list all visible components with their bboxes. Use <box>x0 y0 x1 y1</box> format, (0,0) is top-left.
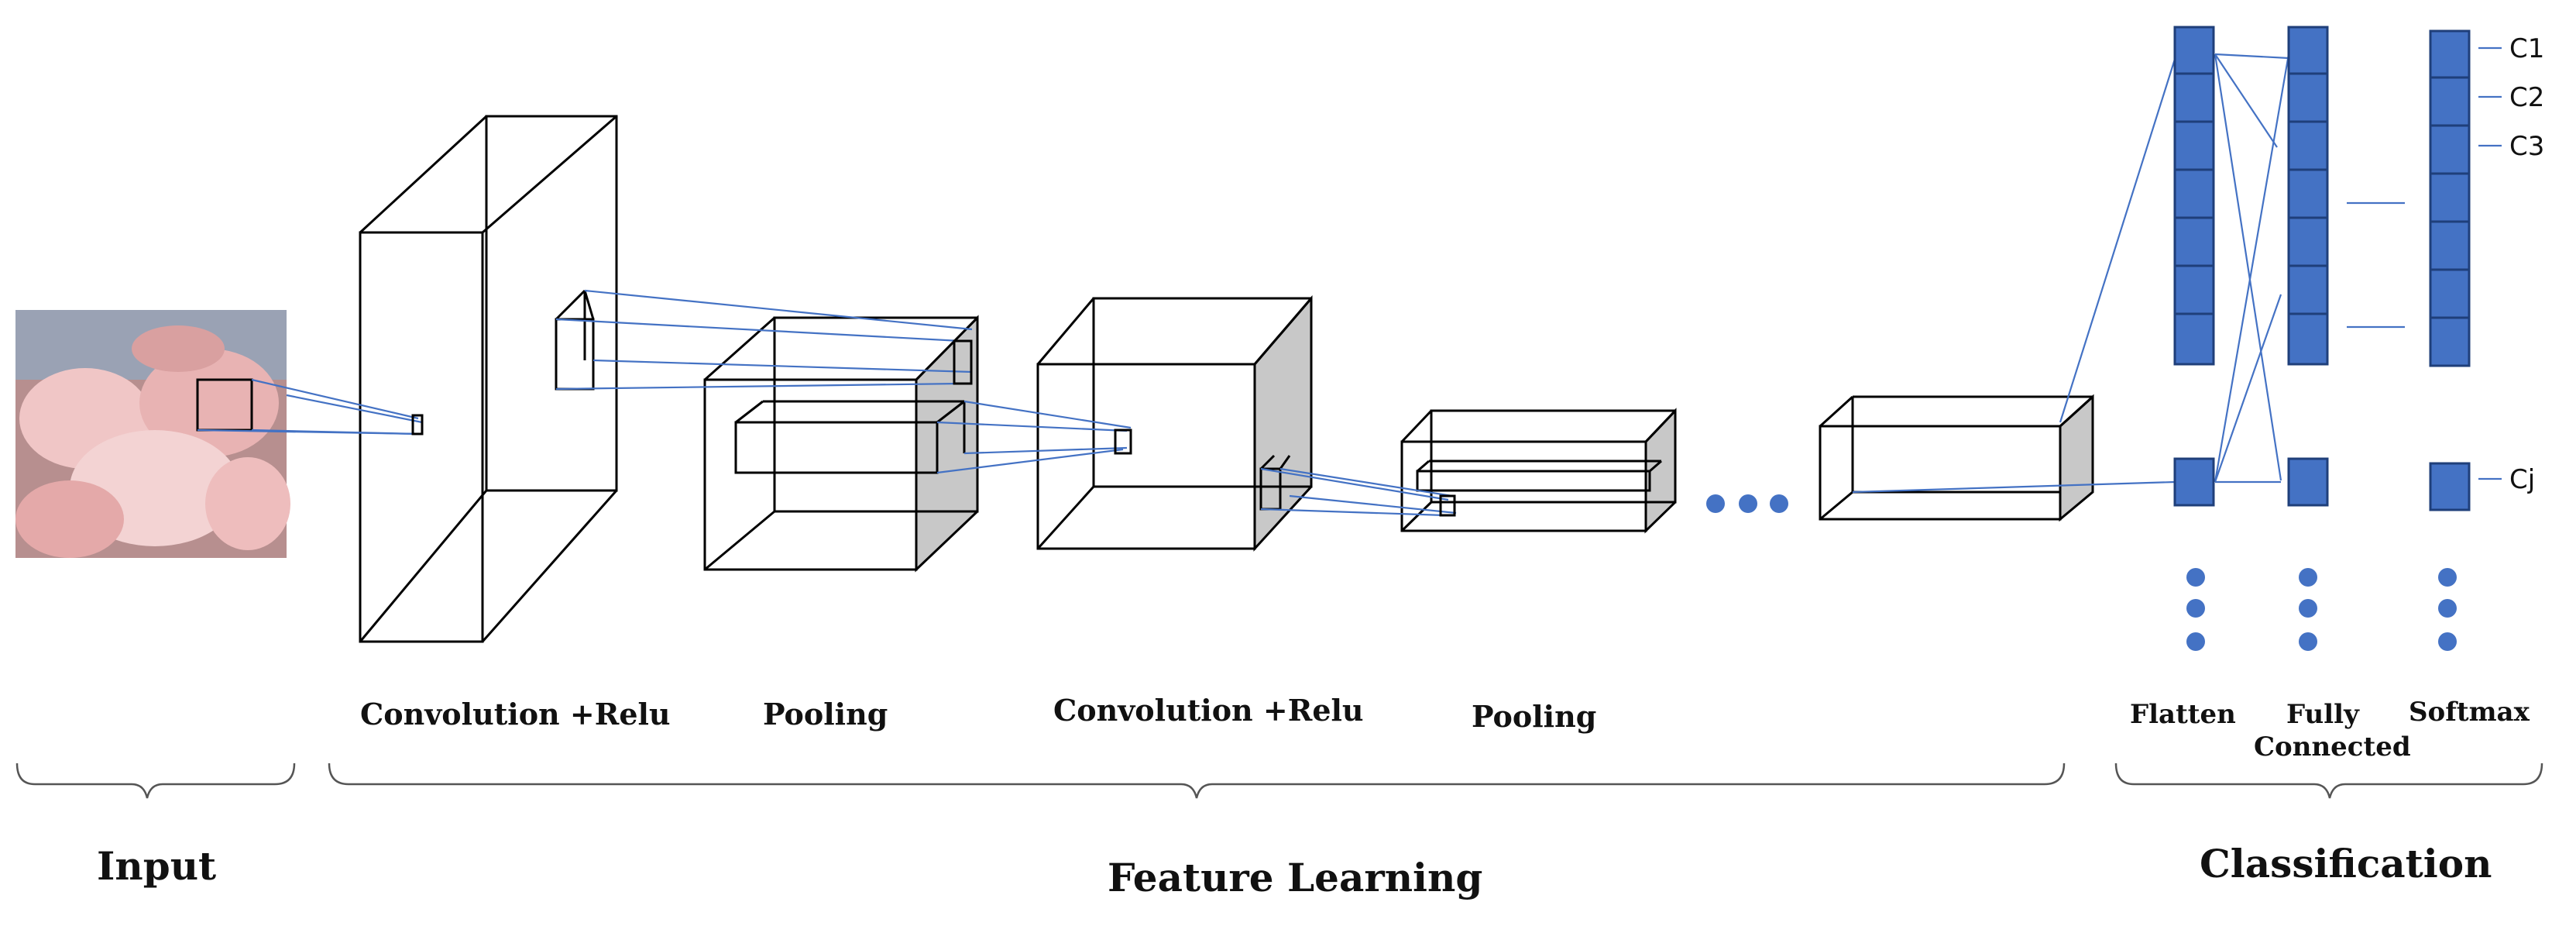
pig-photo-icon <box>15 310 290 558</box>
fully-connected-label-line1: Fully <box>2286 699 2360 730</box>
pool2-kernel-box <box>1416 460 1662 492</box>
conv1-volume <box>359 115 618 643</box>
input-brace <box>15 762 296 799</box>
softmax-label: Softmax <box>2409 697 2530 728</box>
class-label-cj: Cj <box>2509 464 2535 495</box>
layer-labels: Convolution +Relu Pooling Convolution +R… <box>360 693 2530 762</box>
feature-learning-section-label: Feature Learning <box>1108 855 1482 900</box>
pool1-kernel-box <box>734 400 966 474</box>
final-feature-volume <box>1819 394 2094 522</box>
classification-connections <box>1852 53 2405 494</box>
conv2-volume <box>1036 294 1313 552</box>
feature-learning-brace <box>328 762 2066 799</box>
fully-connected-label-line2: Connected <box>2254 732 2411 762</box>
classification-brace <box>2114 762 2543 799</box>
flatten-label: Flatten <box>2130 699 2236 730</box>
section-braces <box>15 762 2543 799</box>
pool1-volume <box>703 315 979 573</box>
input-section-label: Input <box>97 843 216 889</box>
classification-section-label: Classification <box>2200 841 2492 886</box>
conv2-label: Convolution +Relu <box>1053 693 1364 728</box>
class-labels: C1 C2 C3 Cj <box>2478 33 2544 495</box>
class-label-c1: C1 <box>2509 33 2544 64</box>
fully-connected-column <box>2287 26 2329 651</box>
flatten-column <box>2173 26 2215 651</box>
pool2-volume <box>1400 408 1677 534</box>
input-image-stack <box>15 310 290 558</box>
conv1-label: Convolution +Relu <box>360 697 671 732</box>
conv2-to-pool2-connections <box>1260 467 1457 517</box>
conv1-kernel-box <box>555 289 595 391</box>
ellipsis-dots <box>1706 494 1788 513</box>
class-label-c3: C3 <box>2509 131 2544 162</box>
pool1-to-conv2-connections <box>936 400 1132 474</box>
section-labels: Input Feature Learning Classification <box>97 841 2492 900</box>
pool1-label: Pooling <box>763 697 888 732</box>
class-label-c2: C2 <box>2509 82 2544 113</box>
conv1-to-pool1-connections <box>555 289 973 391</box>
pool2-label: Pooling <box>1472 699 1596 734</box>
input-to-conv1-connections <box>197 378 424 435</box>
softmax-column <box>2429 29 2471 651</box>
